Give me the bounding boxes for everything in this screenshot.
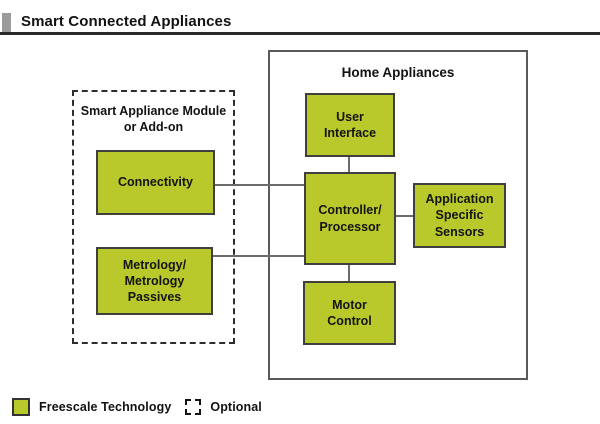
connector-controller-motor bbox=[348, 264, 350, 282]
title-accent-bar bbox=[2, 13, 11, 34]
title-divider bbox=[0, 32, 600, 35]
block-application-specific-sensors: Application Specific Sensors bbox=[413, 183, 506, 248]
legend-optional-label: Optional bbox=[210, 400, 262, 414]
connector-controller-sensors bbox=[395, 215, 414, 217]
freescale-technology-swatch-icon bbox=[12, 398, 30, 416]
legend-freescale-label: Freescale Technology bbox=[39, 400, 172, 414]
group-smart-appliance-module: Smart Appliance Module or Add-on bbox=[72, 90, 235, 344]
block-motor-control: Motor Control bbox=[303, 281, 396, 345]
block-user-interface: User Interface bbox=[305, 93, 395, 157]
group-home-appliances: Home Appliances bbox=[268, 50, 528, 380]
connector-ui-controller bbox=[348, 156, 350, 173]
connector-connectivity-controller bbox=[214, 184, 305, 186]
legend: Freescale Technology Optional bbox=[12, 397, 262, 417]
optional-swatch-icon bbox=[185, 399, 202, 415]
block-metrology: Metrology/ Metrology Passives bbox=[96, 247, 213, 315]
block-controller-processor: Controller/ Processor bbox=[304, 172, 396, 265]
group-home-appliances-label: Home Appliances bbox=[341, 65, 455, 80]
block-connectivity: Connectivity bbox=[96, 150, 215, 215]
connector-metrology-controller bbox=[212, 255, 305, 257]
group-smart-appliance-module-label: Smart Appliance Module or Add-on bbox=[80, 104, 227, 135]
page-title: Smart Connected Appliances bbox=[21, 13, 232, 30]
